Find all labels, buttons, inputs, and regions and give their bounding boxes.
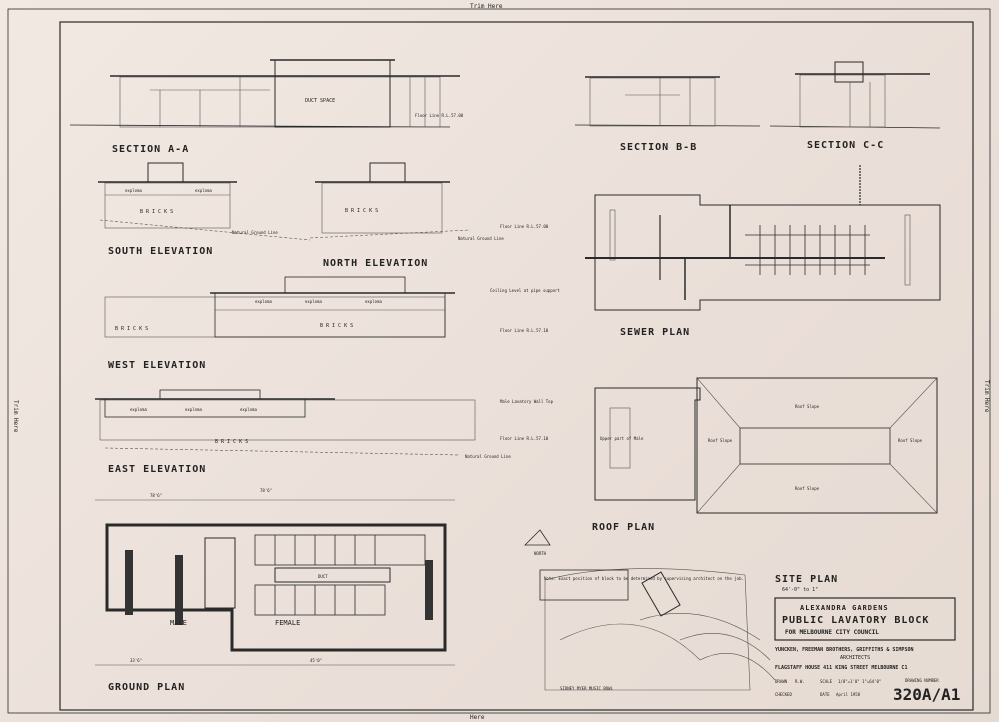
date-value: April 1958: [836, 692, 861, 697]
trim-mark-bottom: Here: [470, 714, 485, 721]
west-bricks-2: B R I C K S: [320, 323, 353, 329]
roof-plan-title: ROOF PLAN: [592, 522, 655, 533]
west-elevation-title: WEST ELEVATION: [108, 360, 206, 371]
site-plan-scale: 64'-0" to 1": [782, 587, 818, 593]
west-exploma-1: exploma: [255, 299, 272, 304]
ground-plan-drawing: 78'6" 78'6" DUCT MALE FEMALE 33'6" 45'0": [95, 488, 455, 666]
female-label: FEMALE: [275, 619, 300, 627]
west-exploma-3: exploma: [365, 299, 382, 304]
east-floor-line: Floor Line R.L.57.10: [500, 436, 549, 441]
outer-border: [7, 8, 991, 714]
title-line1: ALEXANDRA GARDENS: [800, 604, 889, 612]
scale-label: SCALE: [820, 679, 833, 684]
ground-plan-title: GROUND PLAN: [108, 682, 185, 693]
west-ceiling-level: Ceiling Level at pipe support: [490, 288, 560, 293]
west-elevation-drawing: exploma exploma exploma B R I C K S B R …: [104, 276, 560, 338]
west-bricks-1: B R I C K S: [115, 326, 148, 332]
dim-a: 33'6": [130, 658, 142, 663]
section-aa-title: SECTION A-A: [112, 144, 189, 155]
drawn-label: DRAWN: [775, 679, 788, 684]
floor-line-aa: Floor Line R.L.57.00: [415, 113, 464, 118]
south-elevation-title: SOUTH ELEVATION: [108, 246, 213, 257]
title-line2: PUBLIC LAVATORY BLOCK: [782, 615, 929, 626]
roof-plan-drawing: Upper part of Male Roof Slope Roof Slope…: [594, 377, 938, 514]
duct-label: DUCT: [318, 574, 328, 579]
roof-slope-top: Roof Slope: [795, 404, 820, 409]
section-aa-drawing: DUCT SPACE Floor Line R.L.57.00: [69, 59, 464, 128]
drawing-number-label: DRAWING NUMBER: [905, 678, 939, 683]
title-line3: FOR MELBOURNE CITY COUNCIL: [785, 629, 879, 636]
sewer-plan-title: SEWER PLAN: [620, 327, 690, 338]
west-exploma-2: exploma: [305, 299, 322, 304]
south-elevation-drawing: exploma exploma B R I C K S Natural Grou…: [98, 162, 311, 241]
east-ground-line: Natural Ground Line: [465, 454, 511, 459]
inner-border: [59, 21, 974, 711]
east-elevation-drawing: exploma exploma exploma B R I C K S Natu…: [95, 389, 554, 459]
west-floor-line: Floor Line R.L.57.10: [500, 328, 549, 333]
north-elevation-drawing: B R I C K S Natural Ground Line Floor Li…: [309, 162, 549, 241]
architects-sub: ARCHITECTS: [840, 655, 870, 661]
dim-total-1: 78'6": [150, 493, 162, 498]
site-plan-drawing: Note: Exact position of block to be dete…: [524, 529, 776, 691]
drawing-number: 320A/A1: [893, 685, 960, 704]
site-note: Note: Exact position of block to be dete…: [544, 576, 744, 581]
section-bb-drawing: [574, 76, 761, 127]
scale-value: 1/8"=1'0" 1"=64'0": [838, 679, 881, 684]
section-cc-drawing: [769, 61, 941, 129]
site-plan-title: SITE PLAN: [775, 574, 838, 585]
duct-space-label: DUCT SPACE: [305, 98, 335, 104]
north-arrow-label: NORTH: [534, 551, 547, 556]
male-label: MALE: [170, 619, 187, 627]
roof-slope-right: Roof Slope: [898, 438, 923, 443]
east-elevation-title: EAST ELEVATION: [108, 464, 206, 475]
sidney-myer-label: SIDNEY MYER MUSIC BOWL: [560, 686, 614, 691]
section-bb-title: SECTION B-B: [620, 142, 697, 153]
dim-total-2: 78'6": [260, 488, 272, 493]
title-block: ALEXANDRA GARDENS PUBLIC LAVATORY BLOCK …: [774, 597, 960, 704]
south-exploma-2: exploma: [195, 188, 212, 193]
east-exploma-1: exploma: [130, 407, 147, 412]
trim-mark-top: Trim Here: [470, 3, 503, 10]
north-elevation-title: NORTH ELEVATION: [323, 258, 428, 269]
roof-slope-bottom: Roof Slope: [795, 486, 820, 491]
roof-slope-left: Roof Slope: [708, 438, 733, 443]
east-exploma-2: exploma: [185, 407, 202, 412]
east-male-wall-top: Male Lavatory Wall Top: [500, 399, 554, 404]
upper-part-of-male: Upper part of Male: [600, 436, 644, 441]
drawn-value: R.W.: [795, 679, 805, 684]
sewer-plan-drawing: [585, 165, 941, 311]
north-ground-line: Natural Ground Line: [458, 236, 504, 241]
trim-mark-right: Trim Here: [983, 380, 990, 413]
south-bricks-label: B R I C K S: [140, 209, 173, 215]
east-bricks-label: B R I C K S: [215, 439, 248, 445]
east-exploma-3: exploma: [240, 407, 257, 412]
architects-address: FLAGSTAFF HOUSE 411 KING STREET MELBOURN…: [775, 665, 907, 671]
north-bricks-label: B R I C K S: [345, 208, 378, 214]
north-floor-line: Floor Line R.L.57.00: [500, 224, 549, 229]
checked-label: CHECKED: [775, 692, 792, 697]
architects-name: YUNCKEN, FREEMAN BROTHERS, GRIFFITHS & S…: [775, 647, 913, 653]
south-ground-line: Natural Ground Line: [232, 230, 278, 235]
trim-mark-left: Trim Here: [12, 400, 19, 433]
section-cc-title: SECTION C-C: [807, 140, 884, 151]
date-label: DATE: [820, 692, 830, 697]
south-exploma-1: exploma: [125, 188, 142, 193]
dim-b: 45'0": [310, 658, 322, 663]
